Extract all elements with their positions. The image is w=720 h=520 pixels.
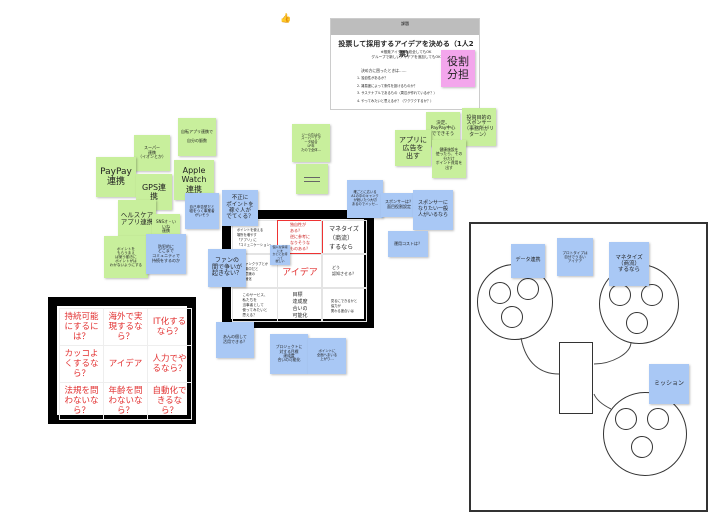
mandala-board[interactable]: ポイントを使える 場所を増やす 「アプリ」に 「コミュニケーション」 独自性が … [222, 210, 374, 328]
member-circle[interactable] [501, 306, 523, 328]
blue-note[interactable]: 防犯的に どこまで コミュニティで 持続をするのか [146, 234, 186, 274]
scamper-cell[interactable]: 人力でや るなら？ [147, 345, 192, 383]
member-circle[interactable] [626, 312, 648, 334]
blue-note[interactable]: マネタイズ （商流） するなら [609, 242, 649, 286]
blue-note[interactable]: スポンサーに なりたい一般 人がいるなら [413, 190, 453, 230]
blue-note[interactable]: ファンの 間で争いが 起きない？ [208, 249, 246, 287]
instructions-title: 投票して採用するアイデアを決める（1人2票） [338, 40, 474, 58]
scamper-cell[interactable]: 海外で実 現するな ら？ [103, 308, 148, 346]
member-circle[interactable] [489, 282, 511, 304]
mandala-cell[interactable]: どう 認知させる？ [321, 254, 367, 288]
green-note[interactable]: 投資目的の スポンサー （事務所がリ ターン） [462, 108, 496, 146]
mandala-cell[interactable]: マネタイズ （商流） するなら [321, 220, 367, 254]
blue-note[interactable]: 確ごとに広いる A1の中のキャンク が続いたつ大切 あるのでメッセ… [347, 180, 383, 218]
connector-line [593, 393, 612, 410]
blue-note[interactable]: 運用コストは？ [388, 231, 428, 257]
blue-note[interactable]: あんの個して 活用できる？ [216, 322, 254, 358]
scamper-cell[interactable]: 法規を問 わないな ら？ [59, 382, 104, 420]
instructions-header-bar [331, 19, 479, 35]
member-circle[interactable] [631, 436, 653, 458]
scamper-cell[interactable]: カッコよ くするな ら？ [59, 345, 104, 383]
instructions-item: 4. やってみたいと思えるか？（ワクワクするか？） [357, 98, 434, 103]
scamper-board[interactable]: 持続可能 にするに は？ 海外で実 現するな ら？ IT化する なら？ カッコよ… [48, 297, 196, 424]
role-note[interactable]: 役割 分担 [441, 50, 475, 87]
green-note[interactable]: ジーG位はの スーパーとデ ータ結合 LP年 たので全体… [292, 124, 330, 162]
scamper-center[interactable]: アイデア [103, 345, 148, 383]
member-circle[interactable] [517, 278, 539, 300]
scamper-cell[interactable]: IT化する なら？ [147, 308, 192, 346]
mandala-cell[interactable]: 見るにできるかと 協力が 関わる度合いは [321, 288, 367, 322]
mandala-cell-selected[interactable]: 独自性が ある？ 逆に参考に なりそうな ものある？ [277, 220, 323, 254]
instructions-item: 2. 難易度によって条件を設けるものか？ [357, 83, 417, 88]
instructions-header: 課題 [401, 21, 409, 26]
blue-note[interactable]: 個人な情報にま かとにお持って 欲しい [270, 245, 290, 265]
instructions-subtitle: ※推奨アイデアを絞全してもOK グループで新しいアイデアを追加してもOK [371, 50, 441, 59]
blue-note[interactable]: データ連携 [511, 244, 545, 278]
diagram-frame[interactable]: データ連携 プロトタイプは 自分でうるい アイデア マネタイズ （商流） するな… [469, 222, 708, 512]
connector-line [520, 337, 560, 375]
mandala-center[interactable]: アイデア [277, 254, 323, 288]
blue-note[interactable]: ミッション [649, 364, 689, 404]
green-note[interactable]: アプリに 広告を 出す [395, 130, 431, 166]
green-note-blank[interactable] [296, 164, 328, 194]
blue-note[interactable]: スポンサーは？ 面目役割設定 [381, 193, 417, 217]
center-box[interactable] [559, 342, 593, 414]
blue-note[interactable]: 不正に ポイントを 稼ぐ人が でてくる？ [222, 190, 258, 226]
green-note[interactable]: ポイントを もらうまえ ば使う動きに ポイントがは わかないようにする [104, 236, 148, 278]
green-note[interactable]: ヘルスケア アプリ連携 [118, 200, 156, 238]
green-note[interactable]: 自転アプリ連携で 自分の脈数 [178, 118, 216, 156]
instructions-list: 1. 独自性があるか？ 2. 難易度によって条件を設けるものか？ 3. サステナ… [357, 75, 437, 105]
scamper-cell[interactable]: 自動化で きるな ら？ [147, 382, 192, 420]
instructions-question: 決め方に困ったときは…… [361, 68, 407, 73]
member-circle[interactable] [647, 408, 669, 430]
blue-note[interactable]: ポイントに 全面へまいる 上がり… [308, 338, 346, 374]
scamper-cell[interactable]: 持続可能 にするに は？ [59, 308, 104, 346]
mandala-cell[interactable]: 目標 達成度 合いの 可能化 [277, 288, 323, 322]
scamper-cell[interactable]: 年齢を問 わないな ら？ [103, 382, 148, 420]
member-circle[interactable] [641, 284, 663, 306]
connector-lines [520, 337, 632, 410]
instructions-item: 1. 独自性があるか？ [357, 76, 388, 80]
blue-note[interactable]: プロトタイプは 自分でうるい アイデア [557, 238, 593, 276]
blue-note[interactable]: 自己申告型だと 嘘をつく事業者 がいそう [185, 193, 219, 229]
mandala-cell[interactable]: このサービス、 私たちを 当事者として 使ってみたいと 思える？ [232, 288, 278, 322]
green-note[interactable]: 健康施設を 使ったら、その 分だけ ポイント費用を 出す [432, 140, 466, 178]
group-circle[interactable] [603, 392, 687, 476]
strikethrough-lines [304, 176, 320, 182]
thumbs-up-icon: 👍 [280, 14, 292, 24]
green-note[interactable]: PayPay 連携 [96, 157, 136, 197]
member-circle[interactable] [615, 408, 637, 430]
instructions-item: 3. サステナブルであるもの（周辺が作れているか？） [357, 91, 437, 96]
blue-note[interactable]: プロジェクトに 対する目標 達成度 合いの可能化 [270, 334, 308, 374]
green-note[interactable]: スーパー 連携 （イオンとか） [134, 135, 170, 171]
connector-line [593, 341, 632, 365]
